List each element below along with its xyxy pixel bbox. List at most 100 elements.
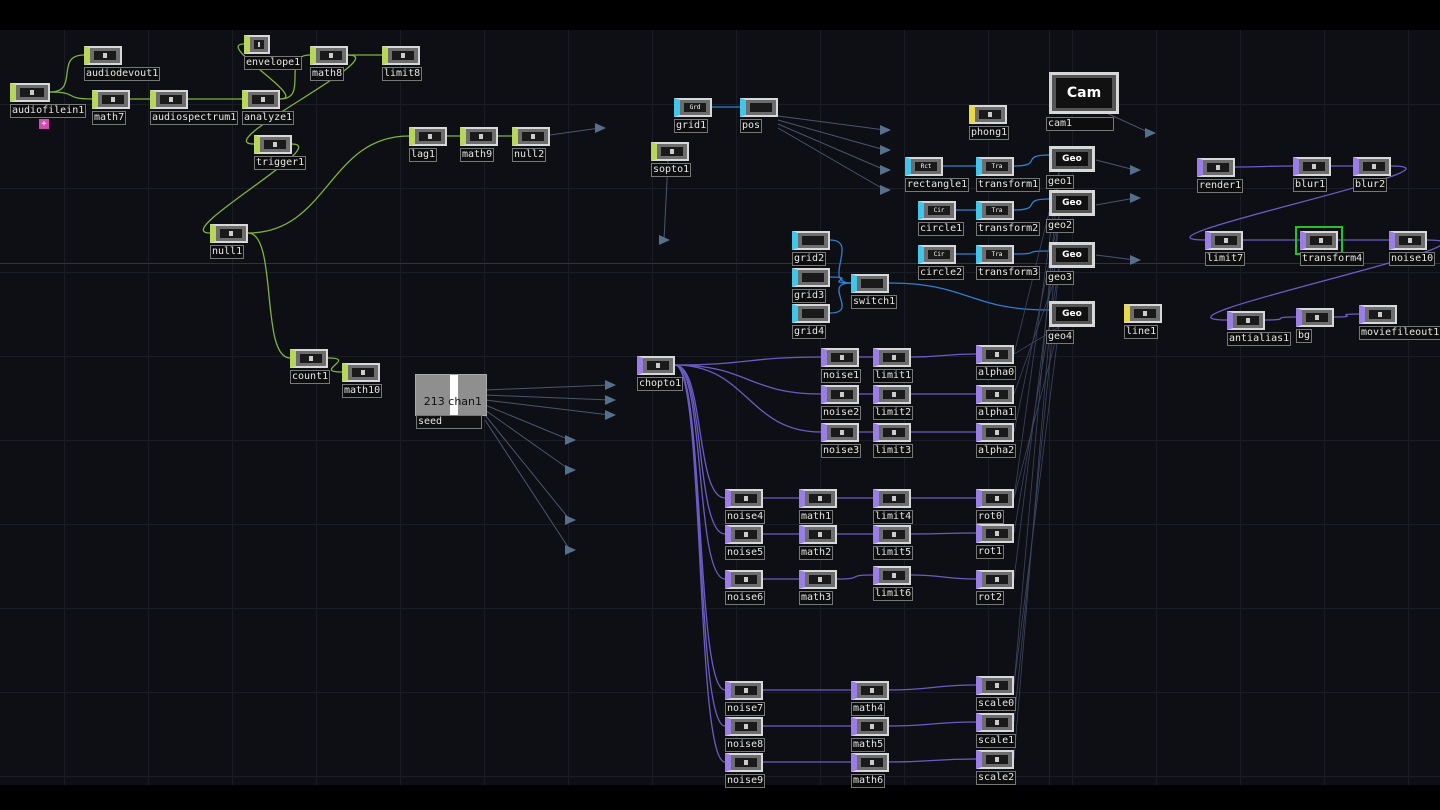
node-rot1[interactable]: rot1 — [976, 524, 1014, 559]
node-label[interactable]: noise5 — [725, 546, 766, 560]
node-analyze1[interactable]: analyze1 — [242, 90, 295, 125]
node-limit3[interactable]: limit3 — [873, 423, 914, 458]
node-moviefileout1[interactable]: moviefileout1 — [1359, 305, 1440, 340]
node-label[interactable]: audiospectrum1 — [150, 111, 239, 125]
node-rot0[interactable]: rot0 — [976, 489, 1014, 524]
constant-node-seed[interactable]: 213 chan1 seed — [415, 374, 487, 429]
node-render1[interactable]: render1 — [1197, 158, 1244, 193]
node-label[interactable]: math1 — [799, 510, 834, 524]
node-label[interactable]: scale0 — [976, 697, 1017, 711]
node-label[interactable]: limit3 — [873, 444, 914, 458]
node-sopto1[interactable]: sopto1 — [651, 142, 692, 177]
node-label[interactable]: chopto1 — [637, 377, 684, 391]
node-limit6[interactable]: limit6 — [873, 566, 914, 601]
node-label[interactable]: null2 — [512, 148, 547, 162]
node-label[interactable]: render1 — [1197, 179, 1244, 193]
node-grid3[interactable]: grid3 — [792, 268, 830, 303]
node-label[interactable]: math5 — [851, 738, 886, 752]
node-transform4[interactable]: transform4 — [1295, 226, 1365, 266]
node-alpha0[interactable]: alpha0 — [976, 345, 1017, 380]
node-grid4[interactable]: grid4 — [792, 304, 830, 339]
node-antialias1[interactable]: antialias1 — [1227, 311, 1292, 346]
node-label[interactable]: noise3 — [821, 444, 862, 458]
node-noise3[interactable]: noise3 — [821, 423, 862, 458]
node-label[interactable]: limit2 — [873, 406, 914, 420]
node-label[interactable]: geo2 — [1046, 219, 1075, 233]
node-label[interactable]: sopto1 — [651, 163, 692, 177]
node-limit2[interactable]: limit2 — [873, 385, 914, 420]
node-label[interactable]: pos — [740, 119, 763, 133]
node-label[interactable]: scale1 — [976, 734, 1017, 748]
node-label[interactable]: circle2 — [918, 266, 965, 280]
node-label[interactable]: noise8 — [725, 738, 766, 752]
node-label[interactable]: blur1 — [1293, 178, 1328, 192]
node-label[interactable]: noise1 — [821, 369, 862, 383]
node-scale1[interactable]: scale1 — [976, 713, 1017, 748]
node-audiofilein1[interactable]: audiofilein1 — [10, 83, 87, 118]
node-label[interactable]: switch1 — [851, 295, 898, 309]
node-label[interactable]: cam1 — [1046, 117, 1114, 131]
node-noise8[interactable]: noise8 — [725, 717, 766, 752]
node-math2[interactable]: math2 — [799, 525, 837, 560]
node-label[interactable]: null1 — [210, 245, 245, 259]
node-noise1[interactable]: noise1 — [821, 348, 862, 383]
node-limit8[interactable]: limit8 — [382, 46, 423, 81]
node-label[interactable]: limit8 — [382, 67, 423, 81]
node-audiospectrum1[interactable]: audiospectrum1 — [150, 90, 239, 125]
node-label[interactable]: envelope1 — [244, 56, 303, 70]
node-label[interactable]: transform3 — [976, 266, 1041, 280]
node-label[interactable]: geo1 — [1046, 175, 1075, 189]
node-grid2[interactable]: grid2 — [792, 231, 830, 266]
node-label[interactable]: limit7 — [1205, 252, 1246, 266]
node-limit1[interactable]: limit1 — [873, 348, 914, 383]
node-label[interactable]: rot2 — [976, 591, 1005, 605]
node-label[interactable]: audiofilein1 — [10, 104, 87, 118]
node-label[interactable]: count1 — [290, 370, 331, 384]
node-label[interactable]: grid4 — [792, 325, 827, 339]
node-math3[interactable]: math3 — [799, 570, 837, 605]
node-label[interactable]: noise9 — [725, 774, 766, 788]
node-alpha2[interactable]: alpha2 — [976, 423, 1017, 458]
node-math4[interactable]: math4 — [851, 681, 889, 716]
node-label[interactable]: bg — [1296, 329, 1313, 343]
node-label[interactable]: noise2 — [821, 406, 862, 420]
node-label[interactable]: math9 — [460, 148, 495, 162]
node-label[interactable]: math3 — [799, 591, 834, 605]
node-label[interactable]: alpha2 — [976, 444, 1017, 458]
node-label[interactable]: audiodevout1 — [84, 67, 161, 81]
node-bg[interactable]: bg — [1296, 308, 1334, 343]
node-limit7[interactable]: limit7 — [1205, 231, 1246, 266]
node-blur1[interactable]: blur1 — [1293, 157, 1331, 192]
node-label[interactable]: transform1 — [976, 178, 1041, 192]
node-label[interactable]: geo4 — [1046, 330, 1075, 344]
node-phong1[interactable]: phong1 — [969, 105, 1010, 140]
node-limit4[interactable]: limit4 — [873, 489, 914, 524]
node-noise4[interactable]: noise4 — [725, 489, 766, 524]
node-pos[interactable]: pos — [740, 98, 778, 133]
node-scale2[interactable]: scale2 — [976, 750, 1017, 785]
node-noise10[interactable]: noise10 — [1389, 231, 1436, 266]
node-label[interactable]: lag1 — [409, 148, 438, 162]
node-switch1[interactable]: switch1 — [851, 274, 898, 309]
node-label[interactable]: noise4 — [725, 510, 766, 524]
node-line1[interactable]: line1 — [1124, 304, 1162, 339]
node-null1[interactable]: null1 — [210, 224, 248, 259]
node-label[interactable]: seed — [416, 415, 482, 429]
node-math8[interactable]: math8 — [310, 46, 348, 81]
node-math5[interactable]: math5 — [851, 717, 889, 752]
node-math10[interactable]: math10 — [342, 363, 383, 398]
node-label[interactable]: math8 — [310, 67, 345, 81]
node-label[interactable]: grid2 — [792, 252, 827, 266]
node-label[interactable]: phong1 — [969, 126, 1010, 140]
node-label[interactable]: math6 — [851, 774, 886, 788]
node-limit5[interactable]: limit5 — [873, 525, 914, 560]
node-blur2[interactable]: blur2 — [1353, 157, 1391, 192]
